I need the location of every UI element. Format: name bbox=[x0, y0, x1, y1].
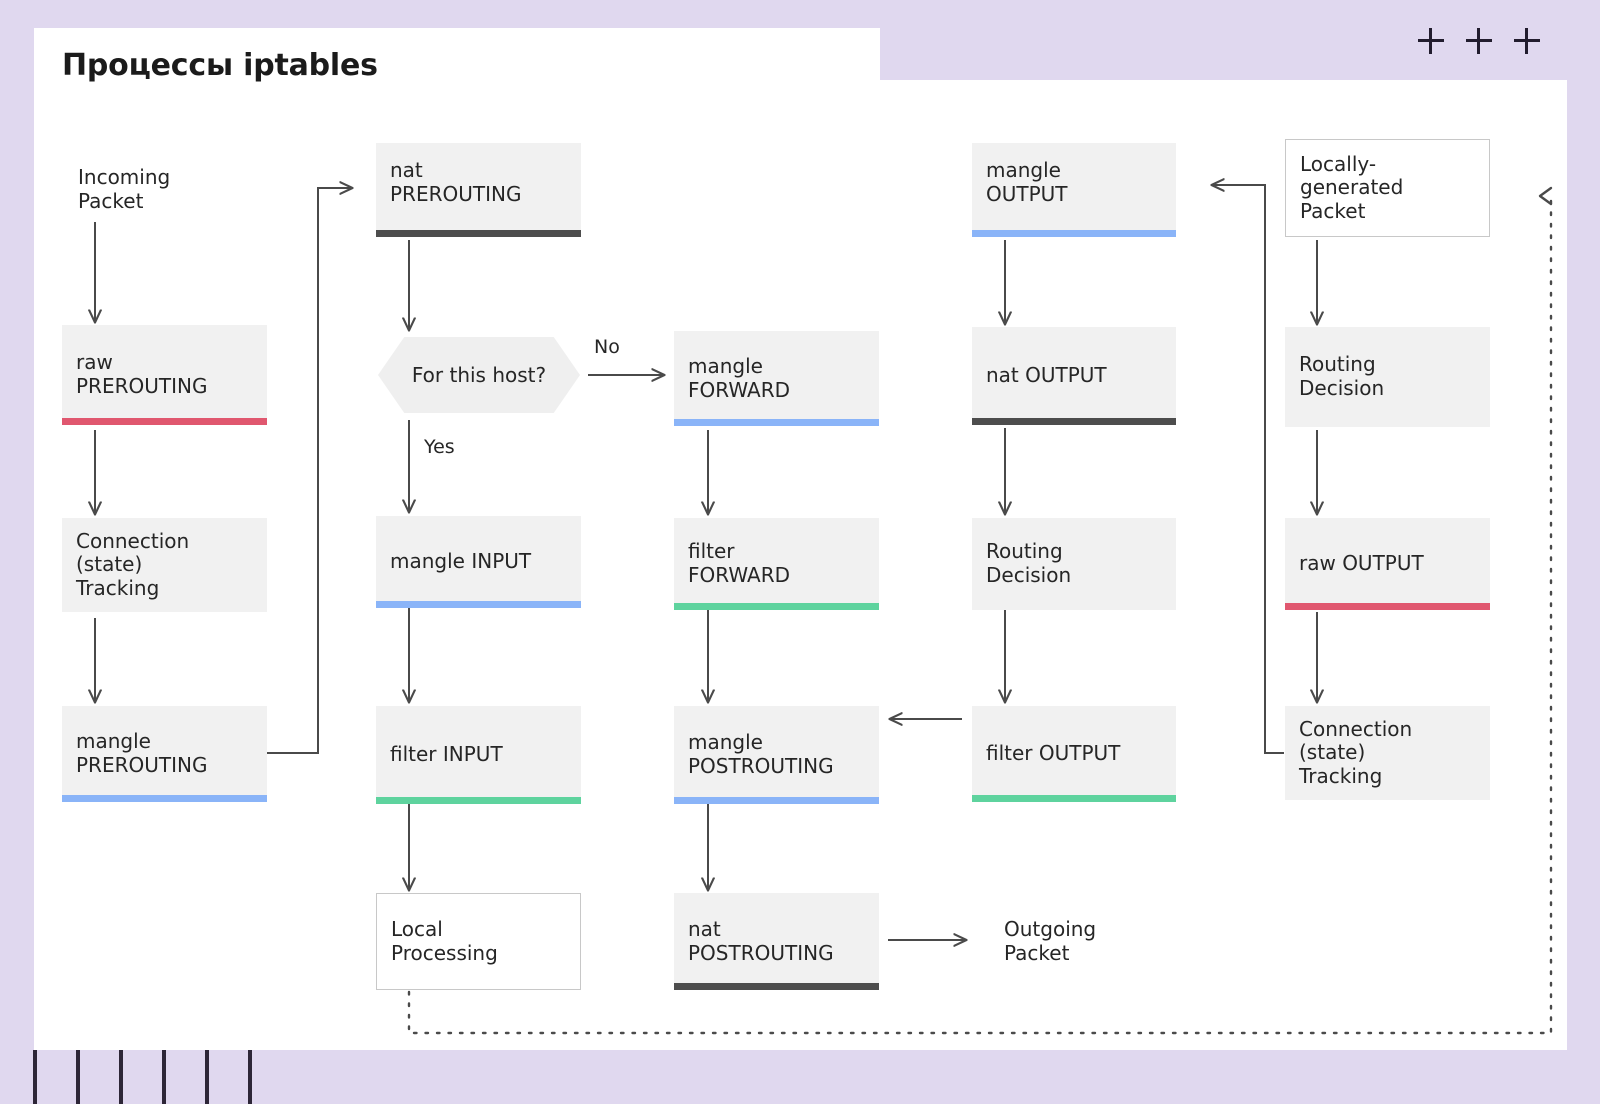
panel-top-strip bbox=[34, 28, 880, 82]
node-locally-generated-packet-label: Locally- generated Packet bbox=[1285, 139, 1490, 237]
accent-bar-nat bbox=[674, 983, 879, 990]
accent-bar-mangle bbox=[972, 230, 1176, 237]
node-raw-prerouting-label: raw PREROUTING bbox=[62, 325, 267, 425]
tick-decoration-row bbox=[33, 1050, 252, 1104]
accent-bar-mangle bbox=[674, 419, 879, 426]
accent-bar-nat bbox=[376, 230, 581, 237]
node-locally-generated-packet[interactable]: Locally- generated Packet bbox=[1285, 139, 1490, 237]
node-filter-output-label: filter OUTPUT bbox=[972, 706, 1176, 802]
node-filter-output[interactable]: filter OUTPUT bbox=[972, 706, 1176, 802]
node-decision-label: For this host? bbox=[378, 337, 580, 413]
tick-mark bbox=[248, 1050, 252, 1104]
tick-mark bbox=[205, 1050, 209, 1104]
node-mangle-prerouting-label: mangle PREROUTING bbox=[62, 706, 267, 802]
node-conntrack-output[interactable]: Connection (state) Tracking bbox=[1285, 706, 1490, 800]
node-nat-output-label: nat OUTPUT bbox=[972, 327, 1176, 425]
node-conntrack-output-label: Connection (state) Tracking bbox=[1285, 706, 1490, 800]
page-title: Процессы iptables bbox=[62, 48, 378, 83]
accent-bar-raw bbox=[62, 418, 267, 425]
node-routing-decision-local-label: Routing Decision bbox=[1285, 327, 1490, 427]
node-decision-for-this-host[interactable]: For this host? bbox=[378, 337, 580, 413]
node-nat-prerouting[interactable]: nat PREROUTING bbox=[376, 143, 581, 237]
node-local-processing-label: Local Processing bbox=[376, 893, 581, 990]
node-mangle-postrouting-label: mangle POSTROUTING bbox=[674, 706, 879, 804]
tick-mark bbox=[33, 1050, 37, 1104]
edge-label-yes: Yes bbox=[424, 436, 455, 458]
node-outgoing-packet: Outgoing Packet bbox=[1004, 917, 1097, 965]
tick-mark bbox=[76, 1050, 80, 1104]
accent-bar-raw bbox=[1285, 603, 1490, 610]
node-routing-decision-local[interactable]: Routing Decision bbox=[1285, 327, 1490, 427]
node-mangle-forward-label: mangle FORWARD bbox=[674, 331, 879, 426]
node-routing-decision-output-label: Routing Decision bbox=[972, 518, 1176, 610]
accent-bar-mangle bbox=[674, 797, 879, 804]
accent-bar-filter bbox=[674, 603, 879, 610]
node-nat-output[interactable]: nat OUTPUT bbox=[972, 327, 1176, 425]
node-conntrack-incoming-label: Connection (state) Tracking bbox=[62, 518, 267, 612]
plus-decoration-row bbox=[1418, 28, 1540, 54]
node-mangle-input-label: mangle INPUT bbox=[376, 516, 581, 608]
node-filter-input[interactable]: filter INPUT bbox=[376, 706, 581, 804]
tick-mark bbox=[119, 1050, 123, 1104]
node-mangle-input[interactable]: mangle INPUT bbox=[376, 516, 581, 608]
node-incoming-packet: Incoming Packet bbox=[78, 165, 171, 213]
node-local-processing[interactable]: Local Processing bbox=[376, 893, 581, 990]
node-raw-output[interactable]: raw OUTPUT bbox=[1285, 518, 1490, 610]
plus-icon bbox=[1466, 28, 1492, 54]
accent-bar-filter bbox=[376, 797, 581, 804]
node-mangle-postrouting[interactable]: mangle POSTROUTING bbox=[674, 706, 879, 804]
accent-bar-mangle bbox=[62, 795, 267, 802]
node-conntrack-incoming[interactable]: Connection (state) Tracking bbox=[62, 518, 267, 612]
accent-bar-mangle bbox=[376, 601, 581, 608]
node-nat-postrouting[interactable]: nat POSTROUTING bbox=[674, 893, 879, 990]
plus-icon bbox=[1514, 28, 1540, 54]
node-filter-forward-label: filter FORWARD bbox=[674, 518, 879, 610]
tick-mark bbox=[162, 1050, 166, 1104]
plus-icon bbox=[1418, 28, 1444, 54]
node-nat-prerouting-label: nat PREROUTING bbox=[376, 143, 581, 237]
node-raw-prerouting[interactable]: raw PREROUTING bbox=[62, 325, 267, 425]
accent-bar-filter bbox=[972, 795, 1176, 802]
node-filter-forward[interactable]: filter FORWARD bbox=[674, 518, 879, 610]
node-mangle-forward[interactable]: mangle FORWARD bbox=[674, 331, 879, 426]
edge-label-no: No bbox=[594, 336, 620, 358]
accent-bar-nat bbox=[972, 418, 1176, 425]
node-mangle-prerouting[interactable]: mangle PREROUTING bbox=[62, 706, 267, 802]
node-filter-input-label: filter INPUT bbox=[376, 706, 581, 804]
node-mangle-output-label: mangle OUTPUT bbox=[972, 143, 1176, 237]
node-raw-output-label: raw OUTPUT bbox=[1285, 518, 1490, 610]
node-routing-decision-output[interactable]: Routing Decision bbox=[972, 518, 1176, 610]
node-nat-postrouting-label: nat POSTROUTING bbox=[674, 893, 879, 990]
node-mangle-output[interactable]: mangle OUTPUT bbox=[972, 143, 1176, 237]
